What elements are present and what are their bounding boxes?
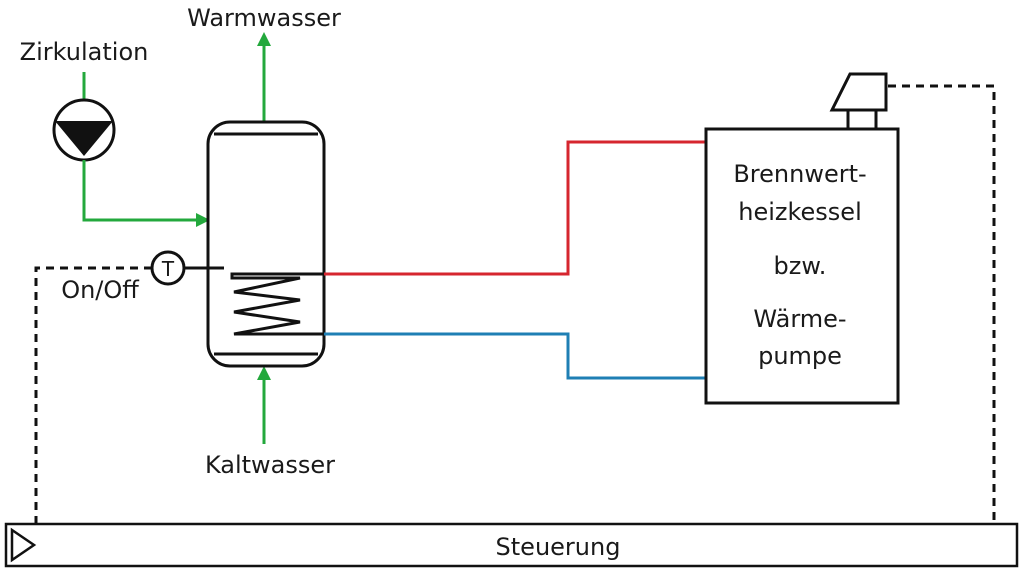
label-on-off: On/Off [61, 276, 139, 304]
storage-tank [206, 120, 326, 368]
boiler-label-line-4: Wärme- [753, 305, 846, 333]
boiler-label-line-3: bzw. [774, 252, 827, 280]
supply-line-red [324, 140, 706, 276]
circulation-pump-icon [52, 98, 116, 162]
sensor-label: T [161, 257, 175, 281]
label-steuerung: Steuerung [496, 533, 621, 561]
boiler-label-line-1: Brennwert- [733, 160, 866, 188]
label-kaltwasser: Kaltwasser [205, 451, 335, 479]
controller-bar [4, 522, 1019, 568]
label-zirkulation: Zirkulation [20, 38, 149, 66]
boiler-label-line-5: pumpe [758, 342, 842, 370]
label-warmwasser: Warmwasser [187, 4, 341, 32]
cold-water-inlet [257, 366, 271, 444]
circulation-return-line [82, 160, 210, 227]
flue-chimney-icon [829, 72, 888, 131]
heat-exchanger-coil [230, 272, 324, 336]
hot-water-outlet [257, 32, 271, 122]
boiler-heat-pump [704, 127, 900, 405]
control-signal-line-boiler [888, 84, 996, 524]
control-signal-line-sensor [34, 266, 152, 524]
boiler-label-line-2: heizkessel [738, 198, 862, 226]
return-line-blue [324, 332, 706, 380]
